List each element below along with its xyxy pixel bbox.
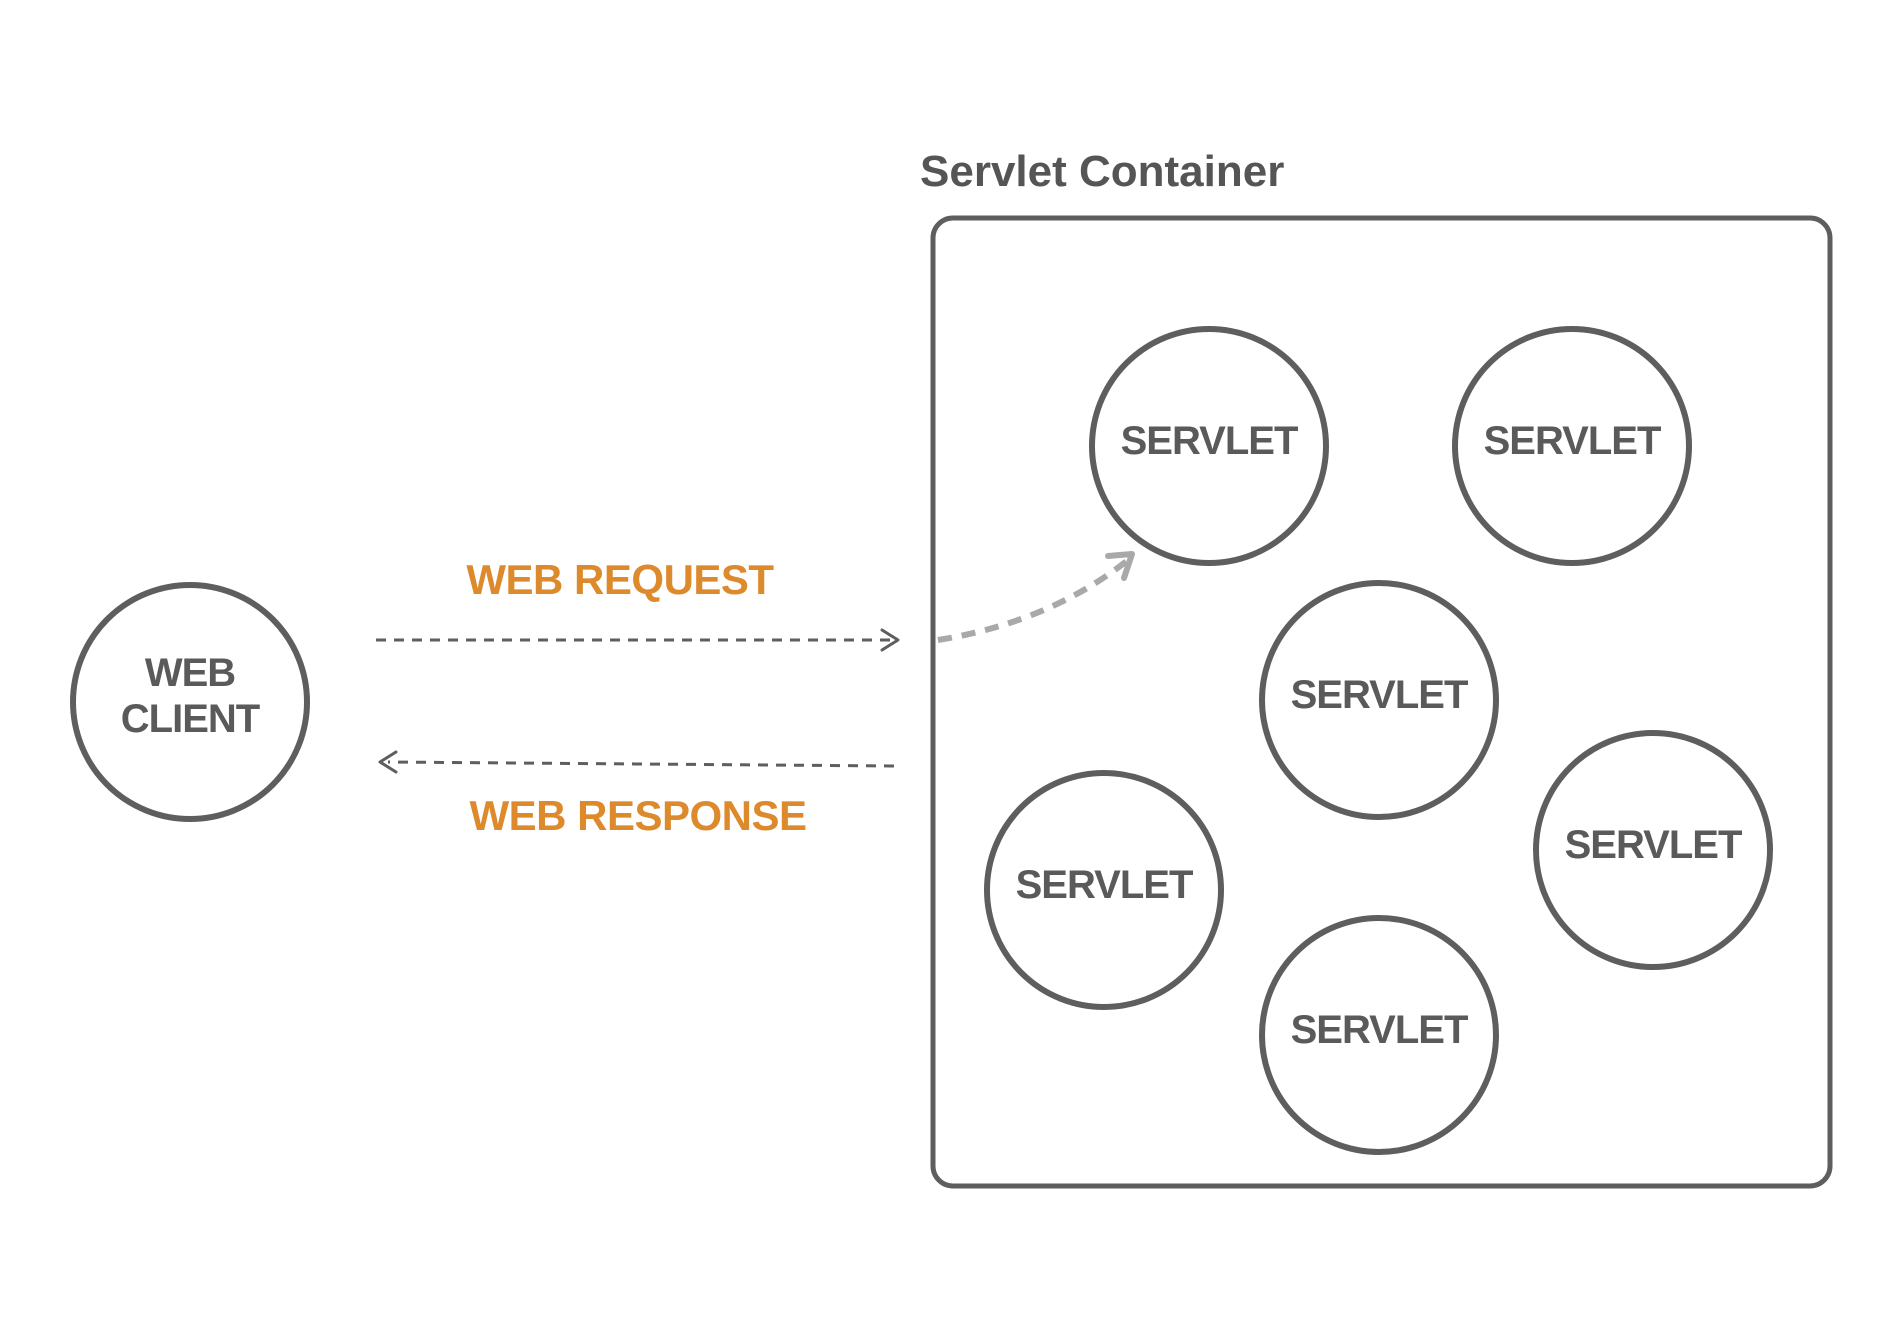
- dispatch-arrow-line: [937, 557, 1130, 643]
- web-request-arrowhead: [880, 628, 900, 652]
- servlet-circle: [984, 770, 1224, 1010]
- servlet-node-3: SERVLET: [1259, 580, 1499, 820]
- web-request-label: WEB REQUEST: [466, 556, 774, 603]
- servlet-circle: [1259, 580, 1499, 820]
- container-title: Servlet Container: [920, 147, 1284, 196]
- web-response-arrowhead: [378, 750, 398, 774]
- servlet-label: SERVLET: [1016, 863, 1193, 907]
- servlet-label: SERVLET: [1291, 1008, 1468, 1052]
- servlet-node-4: SERVLET: [984, 770, 1224, 1010]
- web-response-arrow-line: [387, 760, 895, 768]
- servlet-node-5: SERVLET: [1533, 730, 1773, 970]
- web-client-label-line2: CLIENT: [121, 697, 260, 741]
- servlet-circle: [1089, 326, 1329, 566]
- servlet-node-2: SERVLET: [1452, 326, 1692, 566]
- servlet-circle: [1259, 915, 1499, 1155]
- dispatch-arrowhead: [1105, 551, 1135, 581]
- servlet-node-1: SERVLET: [1089, 326, 1329, 566]
- servlet-label: SERVLET: [1484, 419, 1661, 463]
- servlet-label: SERVLET: [1565, 823, 1742, 867]
- web-response-label: WEB RESPONSE: [469, 792, 806, 839]
- servlet-circle: [1533, 730, 1773, 970]
- servlet-node-6: SERVLET: [1259, 915, 1499, 1155]
- servlet-circle: [1452, 326, 1692, 566]
- web-client-label-line1: WEB: [145, 651, 235, 695]
- web-client-node: WEB CLIENT: [70, 582, 310, 822]
- web-client-circle: [70, 582, 310, 822]
- servlet-label: SERVLET: [1121, 419, 1298, 463]
- servlet-label: SERVLET: [1291, 673, 1468, 717]
